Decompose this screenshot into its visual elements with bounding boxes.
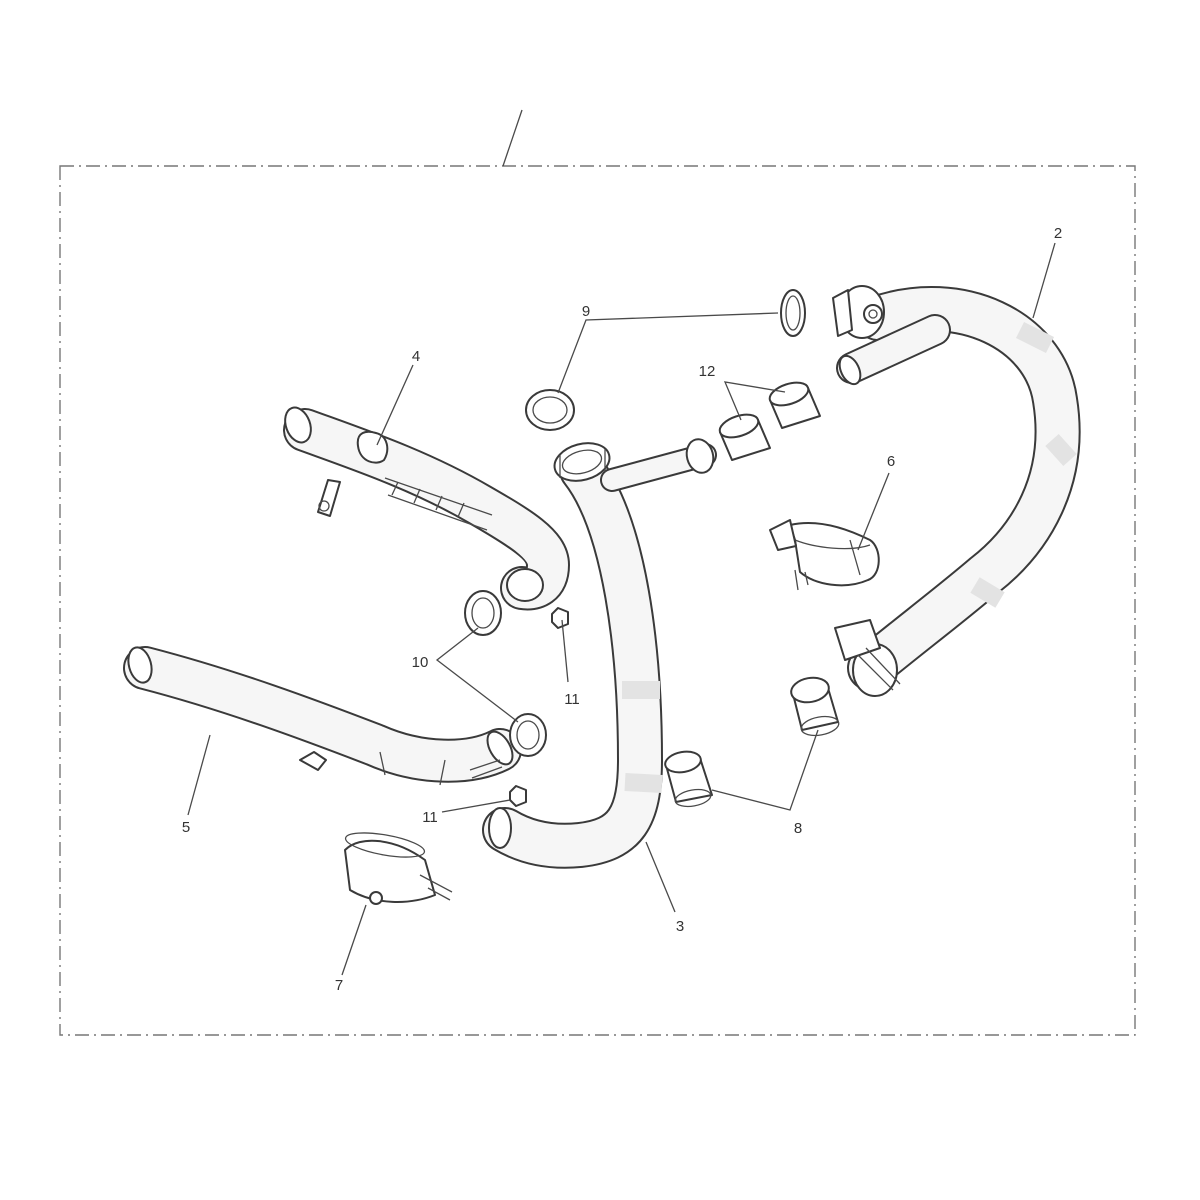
leader-12 <box>723 381 786 421</box>
part-3-left-header-pipe <box>482 438 717 869</box>
part-7-clamp <box>344 832 453 905</box>
part-9-gasket-right <box>780 289 806 337</box>
callout-9: 9 <box>582 303 590 320</box>
leader-4 <box>376 364 414 446</box>
callout-7: 7 <box>335 977 343 994</box>
part-2-right-header-pipe <box>832 285 1081 697</box>
part-8-sleeve-lower <box>664 750 713 808</box>
part-5-lower-link-pipe <box>123 646 522 786</box>
part-9-gasket-left <box>525 389 575 431</box>
callout-4: 4 <box>412 348 420 365</box>
part-10-ring-upper <box>464 590 502 636</box>
callout-6: 6 <box>887 453 895 470</box>
callout-11-lower: 11 <box>422 809 438 826</box>
part-8-sleeve-upper <box>790 676 840 737</box>
part-11-nut-upper <box>551 607 569 629</box>
kit-boundary-frame <box>59 165 1136 1036</box>
leader-7 <box>341 904 367 976</box>
kit-reference-leader <box>502 109 523 167</box>
leader-3 <box>645 841 676 913</box>
callout-8: 8 <box>794 820 802 837</box>
callout-11-upper: 11 <box>564 691 580 708</box>
leader-6 <box>857 472 890 551</box>
part-11-nut-lower <box>509 785 527 807</box>
leader-11-lower <box>441 799 511 813</box>
callout-2: 2 <box>1054 225 1062 242</box>
callout-5: 5 <box>182 819 190 836</box>
leader-2 <box>1032 242 1056 319</box>
part-10-ring-lower <box>509 713 547 757</box>
part-12-collar-left <box>718 413 771 461</box>
leader-8 <box>711 729 819 811</box>
callout-3: 3 <box>676 918 684 935</box>
leader-11-upper <box>561 619 569 683</box>
part-4-upper-link-pipe <box>283 406 570 611</box>
callout-10: 10 <box>412 654 429 671</box>
callout-12: 12 <box>699 363 716 380</box>
part-12-collar-right <box>768 381 821 429</box>
leader-10 <box>435 627 519 723</box>
leader-9 <box>557 312 779 394</box>
leader-5 <box>187 734 211 816</box>
part-6-heat-shield <box>769 519 880 591</box>
